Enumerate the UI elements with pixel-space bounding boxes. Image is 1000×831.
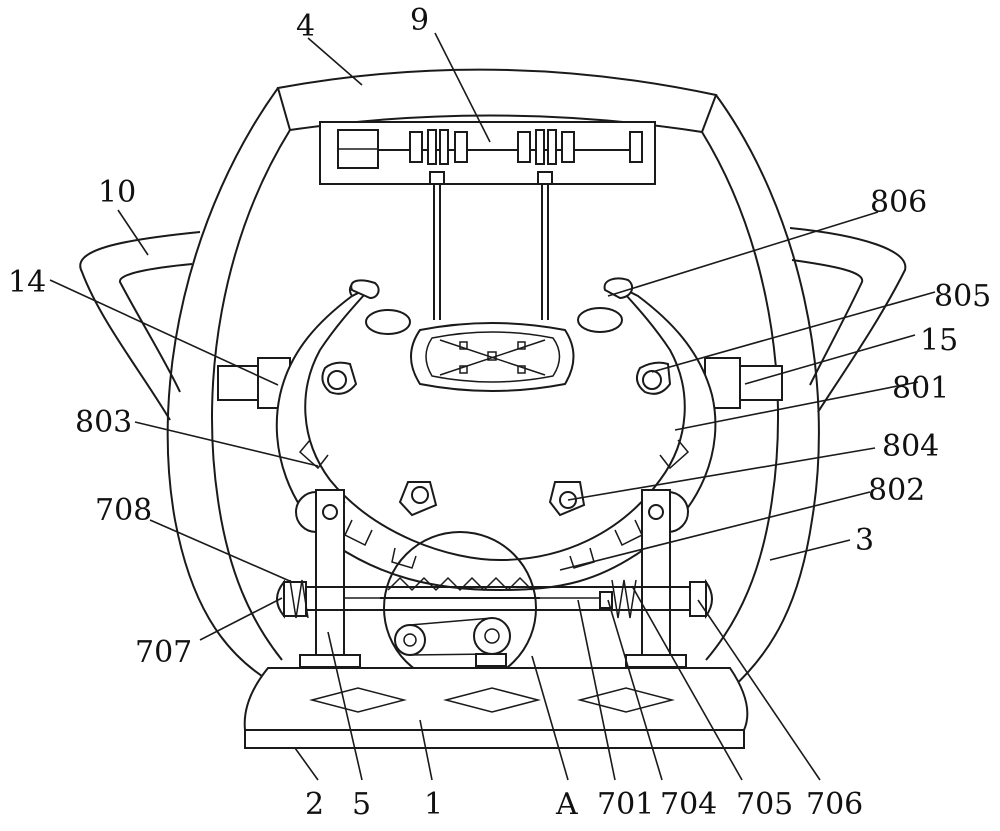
label-806: 806 [870, 185, 927, 220]
label-801: 801 [892, 371, 949, 406]
label-2: 2 [305, 787, 324, 822]
base-body [243, 667, 749, 749]
label-3: 3 [855, 523, 874, 558]
label-704: 704 [660, 787, 717, 822]
support-posts [295, 489, 689, 668]
side-brackets [217, 357, 783, 409]
label-705: 705 [736, 787, 793, 822]
label-5: 5 [352, 787, 371, 822]
top-bar [276, 68, 718, 134]
label-707: 707 [135, 635, 192, 670]
gripping-head [410, 322, 575, 392]
label-804: 804 [882, 429, 939, 464]
label-706: 706 [806, 787, 863, 822]
label-708: 708 [95, 493, 152, 528]
label-a: A [555, 787, 578, 822]
label-803: 803 [75, 405, 132, 440]
label-1: 1 [424, 787, 443, 822]
top-rail-mechanism [319, 121, 656, 320]
leader-lines [49, 32, 936, 781]
label-802: 802 [868, 473, 925, 508]
label-701: 701 [597, 787, 654, 822]
threaded-rod-assembly [276, 578, 713, 620]
side-handles [79, 227, 907, 421]
pads-and-rollers [321, 307, 672, 517]
label-805: 805 [934, 279, 991, 314]
label-9: 9 [410, 3, 429, 38]
label-14: 14 [8, 265, 46, 300]
label-4: 4 [296, 9, 315, 44]
label-15: 15 [920, 323, 958, 358]
label-10: 10 [98, 175, 136, 210]
outer-shell [166, 87, 820, 691]
